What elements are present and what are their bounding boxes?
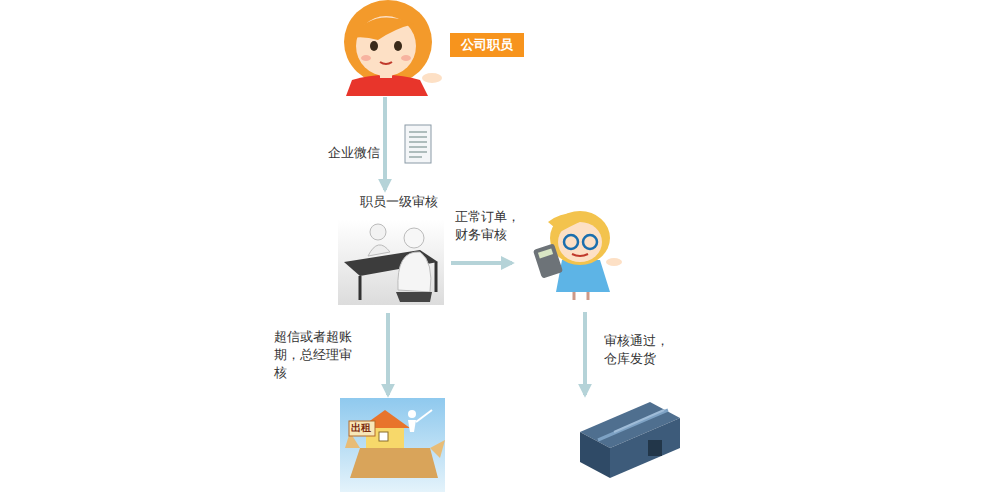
edge-label: 审核通过， 仓库发货 (604, 332, 678, 368)
accountant-figure (533, 211, 622, 300)
manager-node: 出租 (340, 398, 445, 492)
node-text: 职员一级审核 (360, 194, 438, 210)
node-text: 公司职员 (450, 33, 524, 57)
document-icon (405, 125, 431, 163)
edge-label: 企业微信 (320, 144, 380, 162)
employee-figure (344, 0, 442, 96)
flow-arrow (583, 312, 587, 395)
first-review-node: 职员一级审核 (338, 192, 448, 305)
finance-node (514, 208, 628, 302)
node-text: 出租 (351, 422, 371, 434)
flow-arrow (386, 313, 390, 395)
house-box-illustration (340, 398, 445, 492)
warehouse-illustration (580, 402, 680, 478)
edge-label: 正常订单， 财务审核 (455, 208, 529, 244)
meeting-illustration (338, 220, 444, 305)
warehouse-node (578, 400, 682, 485)
edge-label: 超信或者超账 期，总经理审 核 (274, 328, 366, 382)
employee-node: 公司职员 (340, 2, 532, 95)
flow-arrow (383, 97, 387, 190)
flow-arrow (451, 261, 512, 265)
